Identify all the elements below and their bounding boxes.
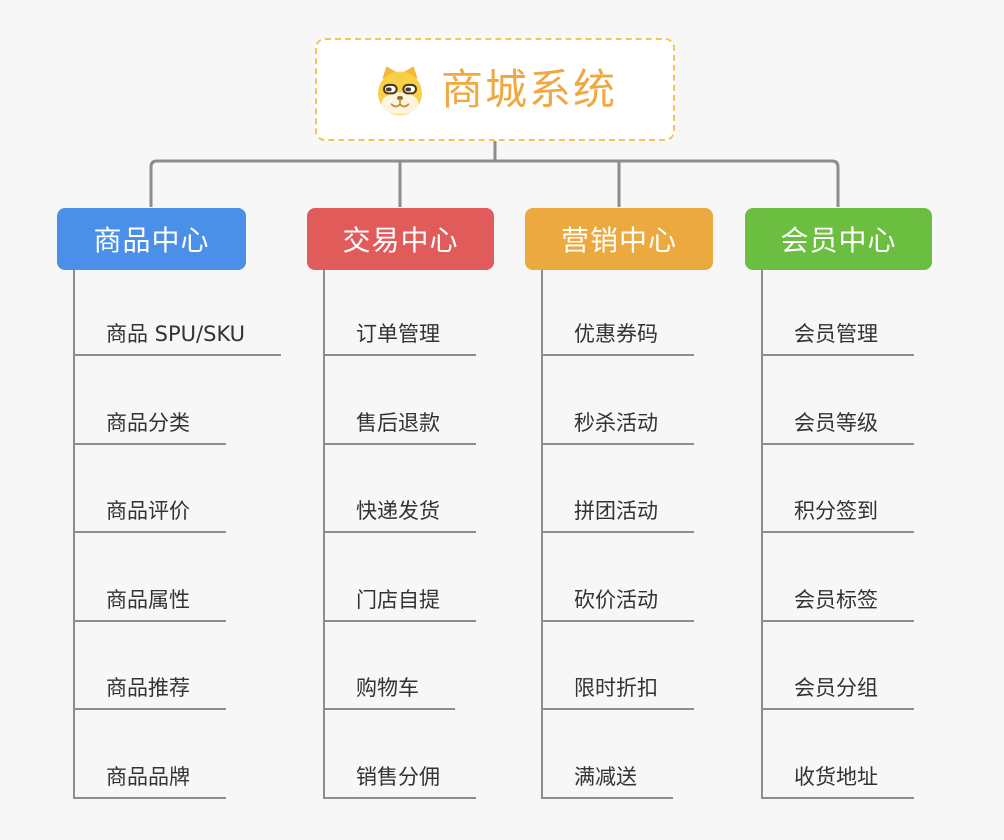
branch-trunk-line (73, 270, 75, 799)
leaf-node[interactable]: 门店自提 (323, 585, 476, 622)
leaf-node[interactable]: 商品 SPU/SKU (73, 319, 282, 356)
leaf-node[interactable]: 销售分佣 (323, 762, 476, 799)
root-branch-connector-lines (149, 141, 840, 207)
leaf-node[interactable]: 会员管理 (761, 319, 914, 356)
leaf-node[interactable]: 优惠券码 (541, 319, 694, 356)
leaf-node[interactable]: 商品评价 (73, 496, 226, 534)
leaf-node[interactable]: 限时折扣 (541, 673, 694, 711)
branch-label: 交易中心 (342, 224, 459, 257)
branch-node[interactable]: 交易中心 (307, 208, 494, 270)
branch-children-column: 订单管理售后退款快递发货门店自提购物车销售分佣 (323, 270, 583, 815)
root-node[interactable]: 商城系统 (315, 38, 675, 141)
leaf-node[interactable]: 秒杀活动 (541, 408, 694, 445)
leaf-node[interactable]: 会员分组 (761, 673, 914, 711)
leaf-node[interactable]: 订单管理 (323, 319, 476, 356)
leaf-node[interactable]: 积分签到 (761, 496, 914, 534)
leaf-node[interactable]: 售后退款 (323, 408, 476, 445)
leaf-node[interactable]: 拼团活动 (541, 496, 694, 534)
branch-trunk-line (323, 270, 325, 799)
leaf-node[interactable]: 收货地址 (761, 762, 914, 799)
branch-label: 会员中心 (780, 224, 897, 257)
branch-node[interactable]: 营销中心 (525, 208, 713, 270)
branch-node[interactable]: 会员中心 (745, 208, 932, 270)
leaf-node[interactable]: 商品属性 (73, 585, 226, 622)
leaf-node[interactable]: 商品推荐 (73, 673, 226, 711)
leaf-node[interactable]: 购物车 (323, 673, 455, 711)
leaf-node[interactable]: 商品品牌 (73, 762, 226, 799)
branch-node[interactable]: 商品中心 (57, 208, 246, 270)
leaf-node[interactable]: 砍价活动 (541, 585, 694, 622)
doge-icon (378, 65, 422, 115)
branch-children-column: 商品 SPU/SKU 商品分类商品评价商品属性商品推荐商品品牌 (73, 270, 333, 815)
leaf-node[interactable]: 快递发货 (323, 496, 476, 534)
branch-label: 营销中心 (560, 224, 677, 257)
root-node-title: 商城系统 (440, 64, 617, 114)
branch-label: 商品中心 (93, 224, 210, 257)
branch-children-column: 会员管理会员等级积分签到会员标签会员分组收货地址 (761, 270, 1004, 815)
leaf-node[interactable]: 会员等级 (761, 408, 914, 445)
branch-trunk-line (761, 270, 763, 799)
leaf-node[interactable]: 会员标签 (761, 585, 914, 622)
leaf-node[interactable]: 满减送 (541, 762, 673, 799)
branch-children-column: 优惠券码秒杀活动拼团活动砍价活动限时折扣满减送 (541, 270, 801, 815)
branch-trunk-line (541, 270, 543, 799)
leaf-node[interactable]: 商品分类 (73, 408, 226, 445)
